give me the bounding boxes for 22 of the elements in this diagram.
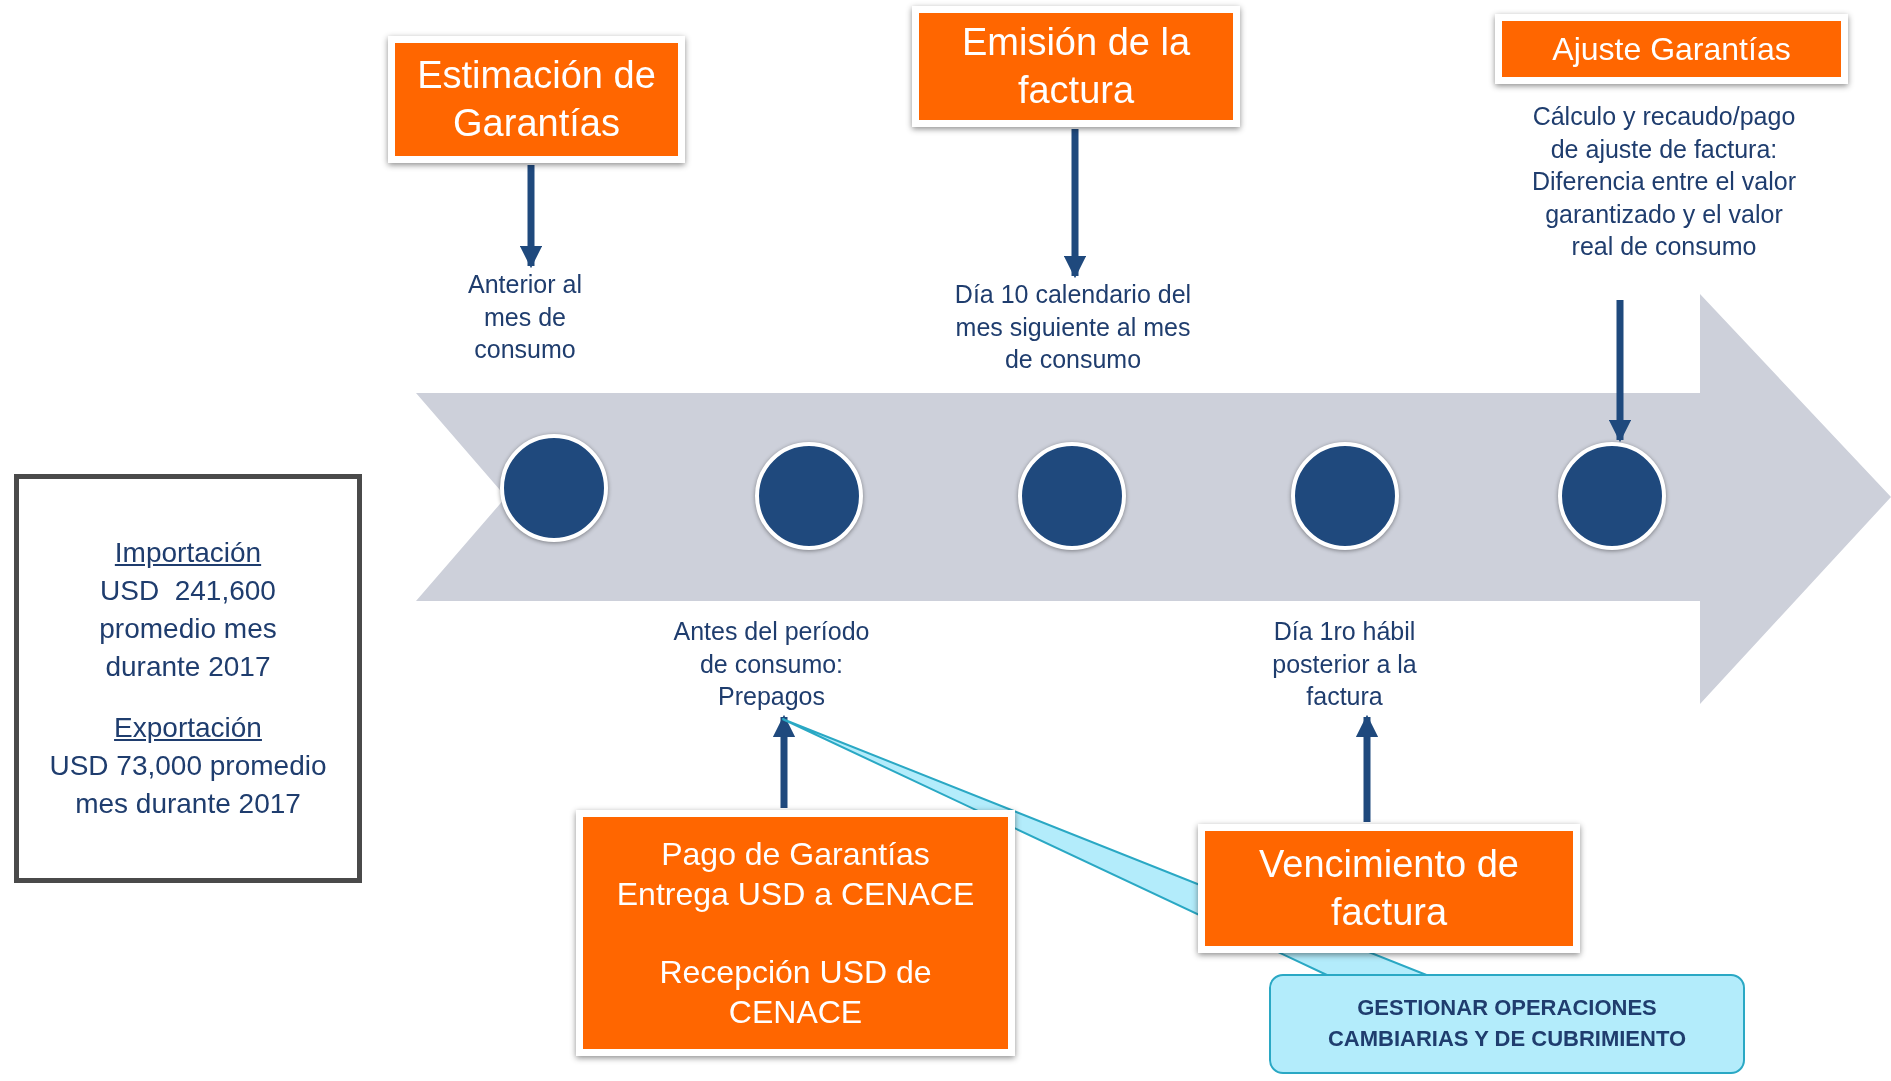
arrow bbox=[519, 165, 543, 269]
stage-title: Recepción USD de CENACE bbox=[658, 953, 933, 1032]
timeline-note: Día 10 calendario del mes siguiente al mes de consumo bbox=[945, 278, 1201, 378]
stage-title: Vencimiento de factura bbox=[1258, 842, 1520, 935]
timeline-note: Anterior al mes de consumo bbox=[455, 268, 595, 378]
stage-title: Emisión de la factura bbox=[960, 20, 1192, 113]
stage-title: Pago de Garantías bbox=[660, 835, 931, 874]
timeline-note: Cálculo y recaudo/pago de ajuste de factura: Diferencia entre el valor garantizado y el valor real de consumo bbox=[1530, 100, 1798, 298]
stage-title: Entrega USD a CENACE bbox=[615, 875, 976, 914]
timeline-note: Antes del período de consumo: Prepagos bbox=[662, 615, 881, 715]
arrow bbox=[1355, 714, 1379, 822]
panel-heading: Exportación bbox=[114, 711, 262, 746]
stage-title: Estimación de Garantías bbox=[416, 53, 657, 146]
callout-box: GESTIONAR OPERACIONES CAMBIARIAS Y DE CUBRIMIENTO bbox=[1269, 974, 1745, 1074]
panel-text: USD 73,000 promedio mes durante 2017 bbox=[48, 749, 328, 821]
stage-title: Ajuste Garantías bbox=[1551, 30, 1792, 69]
summary-panel bbox=[14, 474, 362, 883]
panel-text: USD 241,600 promedio mes durante 2017 bbox=[98, 574, 278, 684]
arrow bbox=[1063, 129, 1087, 279]
panel-heading: Importación bbox=[114, 536, 262, 571]
timeline-note: Día 1ro hábil posterior a la factura bbox=[1244, 615, 1445, 715]
arrow bbox=[772, 714, 796, 808]
